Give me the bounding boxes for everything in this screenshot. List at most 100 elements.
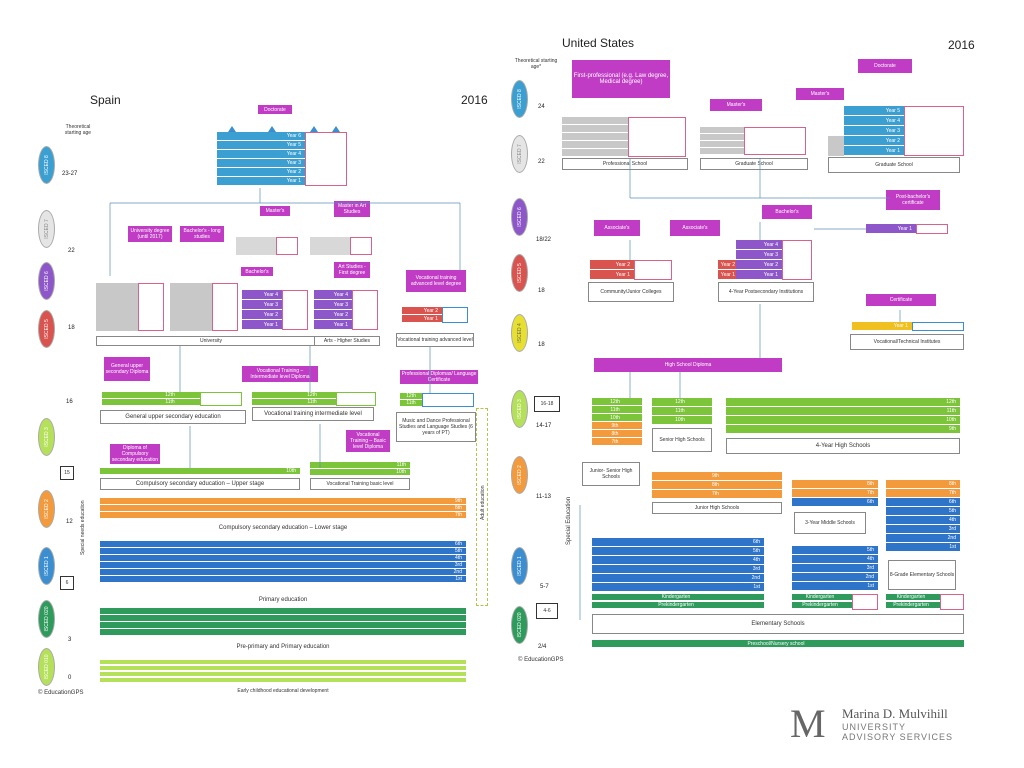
spain-masters-block [236,237,276,255]
spain-isced-2-badge: ISCED 2 [38,490,55,528]
spain-art-parttime [352,290,378,330]
us-kindergarten-bar-2: Kindergarten [792,594,852,601]
us-age: 11-13 [536,494,551,500]
us-isced-020-badge: ISCED 020 [511,606,528,644]
spain-gen-upper-grades: 12th 11th [102,392,242,406]
spain-bachelor-long-stack [170,283,212,331]
spain-age: 16 [66,399,73,405]
us-junior-senior-grades: 12th 11th 10th 9th 8th 7th [592,398,642,446]
spain-music-box: Music and Dance Professional Studies and… [396,412,476,442]
us-isced-4-badge: ISCED 4 [511,314,528,352]
us-bachelor-parttime [782,240,812,280]
us-bachelors-label: Bachelor's [762,205,812,219]
spain-year: 2016 [461,93,488,107]
spain-pre-primary-bars [100,608,466,636]
spain-doctorate-parttime [305,132,347,186]
spain-music-grades: 12th 11th [400,393,422,407]
us-age: 18 [538,288,545,294]
us-age-mark-4-6: 4-6 [536,603,558,619]
spain-title: Spain [90,93,121,107]
us-post-bachelor-year: Year 1 [866,224,916,234]
spain-voc-inter-grades: 12th 11th [252,392,376,406]
spain-age-mark-6: 6 [60,576,74,590]
us-isced-7-badge: ISCED 7 [511,135,528,173]
spain-isced-7-badge: ISCED 7 [38,210,55,248]
us-isced-1-badge: ISCED 1 [511,547,528,585]
spain-age: 18 [68,325,75,331]
spain-age: 0 [68,675,72,681]
spain-isced-6-badge: ISCED 6 [38,262,55,300]
us-prekindergarten-bar-3: Prekindergarten [886,602,940,609]
us-senior-high-grades: 12th 11th 10th [652,398,712,425]
spain-voc-basic-grades: 11th 10th [310,462,410,476]
spain-entry-marker [332,126,340,132]
us-age: 18/22 [536,237,552,243]
us-age: 2/4 [538,644,547,650]
spain-early-label: Early childhood educational development [237,688,329,694]
us-junior-senior-box: Junior- Senior High Schools [582,462,640,486]
us-junior-high-grades: 9th 8th 7th [652,472,782,499]
us-professional-stack [562,117,628,157]
us-certificate-year: Year 1 [852,322,912,331]
spain-adult-education-frame [476,408,488,606]
brand-logo-icon: M [790,701,826,746]
us-graduate2-box: Graduate School [828,157,960,173]
us-elementary-grades: 6th 5th 4th 3rd 2nd 1st [592,538,764,592]
us-age: 22 [538,159,545,165]
us-master-grey-block [828,136,844,156]
spain-entry-marker [310,126,318,132]
us-prekindergarten-bar: Prekindergarten [592,602,764,609]
spain-voc-adv-box: Vocational training advanced level [396,333,474,347]
us-professional-box: Professional School [562,158,688,170]
spain-age: 3 [68,637,72,643]
spain-bachelor-stack: Year 4 Year 3 Year 2 Year 1 [242,290,282,330]
spain-isced-1-badge: ISCED 1 [38,547,55,585]
us-elementary-box: Elementary Schools [592,614,964,634]
us-middle-grades: 8th 7th 6th [792,480,878,507]
spain-bachelor-label: Bachelor's [241,267,273,276]
us-age-mark-16-18: 16-18 [534,396,560,412]
spain-voc-inter-diploma-label: Vocational Training – Intermediate level… [242,366,318,382]
spain-voc-adv-stack: Year 2 Year 1 [402,307,442,323]
spain-univ-degree-label: University degree (until 2017) [128,226,172,242]
us-middle-box: 3-Year Middle Schools [794,512,866,534]
spain-prof-diploma-label: Professional Diplomas/ Language Certific… [400,370,478,384]
us-doctorate-parttime [904,106,964,156]
us-theoretical-age-label: Theoretical starting age* [514,58,558,70]
spain-isced-3-badge: ISCED 3 [38,418,55,456]
us-vocational-box: Vocational/Technical Institutes [850,334,964,350]
spain-comp-lower-label: Compulsory secondary education – Lower s… [218,525,348,531]
us-credit: © EducationGPS [518,657,564,663]
us-certificate-label: Certificate [866,294,936,306]
us-age: 5-7 [540,584,549,590]
us-kindergarten-parttime-2 [940,594,964,610]
brand-line2: ADVISORY SERVICES [842,732,954,742]
us-post-bachelor-parttime [916,224,948,234]
spain-voc-inter-parttime [336,392,376,406]
us-isced-8-badge: ISCED 8 [511,80,528,118]
spain-arts-higher-box: Arts - Higher Studies [314,336,380,346]
spain-isced-5-badge: ISCED 5 [38,310,55,348]
us-isced-6-badge: ISCED 6 [511,198,528,236]
spain-doctorate-stack: Year 6 Year 5 Year 4 Year 3 Year 2 Year … [217,132,305,186]
spain-voc-adv-parttime [442,307,468,323]
us-graduate1-box: Graduate School [700,158,808,170]
us-bachelor-stack: Year 4 Year 3 Year 2 Year 1 [736,240,782,280]
spain-voc-basic-diploma-label: Vocational Training – Basic level Diplom… [346,430,390,452]
spain-theoretical-age-label: Theoretical starting age [64,124,92,136]
spain-age-mark-15: 15 [60,466,74,480]
spain-isced-020-badge: ISCED 020 [38,600,55,638]
spain-gen-upper-box: General upper secondary education [100,410,246,424]
spain-bachelor-long-label: Bachelor's - long studies [180,226,224,242]
spain-bachelor-long-parttime [212,283,238,331]
spain-comp-upper-box: Compulsory secondary education – Upper s… [100,478,300,490]
us-associate-stack: Year 2 Year 1 [590,260,634,280]
us-hs-diploma-label: High School Diploma [594,358,782,372]
us-isced-5-badge: ISCED 5 [511,254,528,292]
us-professional-parttime [628,117,686,157]
spain-entry-marker [228,126,236,132]
us-age: 18 [538,342,545,348]
spain-pre-primary-label: Pre-primary and Primary education [236,644,330,650]
us-transfer-stack: Year 2 Year 1 [718,260,736,280]
us-isced-2-badge: ISCED 2 [511,456,528,494]
